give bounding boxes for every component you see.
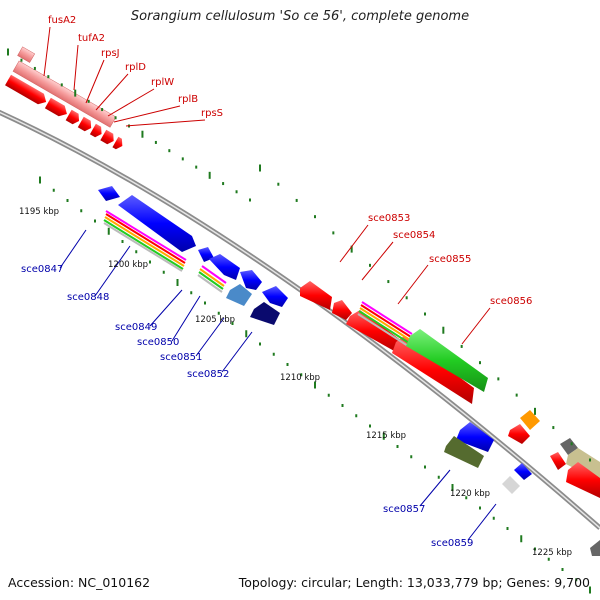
gene-arrow-rpsJ[interactable] [65,109,82,126]
leader-line [419,469,451,507]
leader-line [397,264,429,305]
feature-block-lightgray[interactable] [502,476,520,494]
label-sce0849[interactable]: sce0849 [115,322,157,333]
leader-line [467,503,497,541]
label-sce0853[interactable]: sce0853 [368,213,410,224]
kbp-label-1200: 1200 kbp [108,260,148,270]
gene-arrow-sce0852[interactable] [262,286,288,307]
feature-block-navy[interactable] [250,302,280,325]
leader-line [195,317,225,357]
gene-arrow-tufA2[interactable] [44,97,70,119]
gene-arrow-sce0848[interactable] [118,195,196,252]
gene-arrow-sce0857[interactable] [456,422,494,452]
gene-arrow-red-edge[interactable] [550,452,566,470]
leader-line [125,119,206,127]
kbp-scale-labels: 1195 kbp 1200 kbp 1205 kbp 1210 kbp 1215… [19,207,572,558]
kbp-label-1220: 1220 kbp [450,489,490,499]
label-fusA2[interactable]: fusA2 [48,15,76,26]
gene-arrow-sce0851[interactable] [240,270,262,290]
operon-rpl-group [5,46,125,151]
label-sce0855[interactable]: sce0855 [429,254,471,265]
accession-text: Accession: NC_010162 [8,575,151,590]
feature-bar-rRNA-1[interactable] [12,60,117,128]
gene-arrow-sce0855[interactable] [346,310,402,352]
label-sce0847[interactable]: sce0847 [21,264,63,275]
leader-line [461,307,491,345]
gene-arrow-sce0849[interactable] [198,247,214,262]
gene-arrow-orange[interactable] [520,410,540,430]
feature-block-olive[interactable] [444,436,484,468]
leader-line [171,295,201,342]
label-leader-lines [43,26,497,541]
feature-stripes-sce0848 [103,210,187,272]
gene-labels-left: sce0847 sce0848 sce0849 sce0850 sce0851 … [21,264,229,380]
feature-block-steelblue[interactable] [226,284,252,306]
label-sce0851[interactable]: sce0851 [160,352,202,363]
gene-arrow-rplD[interactable] [77,116,94,133]
leader-line [95,73,129,111]
feature-stripes-sce0850 [197,265,227,293]
kbp-label-1195: 1195 kbp [19,207,59,217]
kbp-label-1205: 1205 kbp [195,315,235,325]
gene-arrow-sce0850[interactable] [209,254,240,280]
feature-block-green[interactable] [406,329,488,392]
gene-arrow-rplW[interactable] [89,123,105,139]
genome-backbone [0,109,600,530]
map-title: Sorangium cellulosum 'So ce 56', complet… [130,9,470,24]
label-sce0852[interactable]: sce0852 [187,369,229,380]
leader-line [73,44,79,91]
label-rplB[interactable]: rplB [178,94,198,105]
label-tufA2[interactable]: tufA2 [78,33,105,44]
label-sce0856[interactable]: sce0856 [490,296,532,307]
gene-arrow-fusA2[interactable] [5,74,49,107]
kbp-label-1215: 1215 kbp [366,431,406,441]
label-sce0854[interactable]: sce0854 [393,230,435,241]
label-rpsJ[interactable]: rpsJ [101,48,120,59]
feature-block-darkgray-2[interactable] [590,540,600,556]
feature-stripes-sce0855 [357,301,413,347]
leader-line [361,241,394,281]
gene-labels-bottom: sce0857 sce0859 [383,504,473,549]
gene-arrow-sce0859[interactable] [514,463,532,480]
label-sce0850[interactable]: sce0850 [137,337,179,348]
label-sce0848[interactable]: sce0848 [67,292,109,303]
gene-arrow-sce0854[interactable] [332,300,352,320]
kbp-label-1225: 1225 kbp [532,548,572,558]
label-rplD[interactable]: rplD [125,62,146,73]
genome-summary-text: Topology: circular; Length: 13,033,779 b… [238,575,590,590]
gene-labels-right: sce0853 sce0854 sce0855 sce0856 [368,213,532,307]
leader-line [85,59,105,104]
feature-block-darkgray[interactable] [560,438,578,455]
leader-line [221,331,253,373]
gene-arrow-sce0856[interactable] [392,336,474,404]
leader-line [94,245,131,297]
gene-arrow-sce0847[interactable] [98,186,120,201]
gene-arrow-rpsS[interactable] [112,136,125,151]
feature-bar-rRNA-2[interactable] [17,46,36,63]
gene-arrow-sce0853[interactable] [300,281,332,310]
gene-arrow-rplB[interactable] [100,129,116,146]
gene-labels-top: fusA2 tufA2 rpsJ rplD rplW rplB rpsS [48,15,223,119]
genome-backbone-highlight [0,111,600,529]
leader-line [59,229,87,269]
leader-line [339,224,369,263]
leader-line [43,26,51,77]
kbp-label-1210: 1210 kbp [280,373,320,383]
label-rpsS[interactable]: rpsS [201,108,223,119]
scale-ticks [7,48,591,594]
leader-line [113,105,181,123]
gene-arrow-red-edge-2[interactable] [566,462,600,498]
label-rplW[interactable]: rplW [151,77,174,88]
label-sce0857[interactable]: sce0857 [383,504,425,515]
leader-line [107,88,155,117]
label-sce0859[interactable]: sce0859 [431,538,473,549]
gene-arrow-red-small[interactable] [508,424,530,444]
leader-line [149,289,183,327]
